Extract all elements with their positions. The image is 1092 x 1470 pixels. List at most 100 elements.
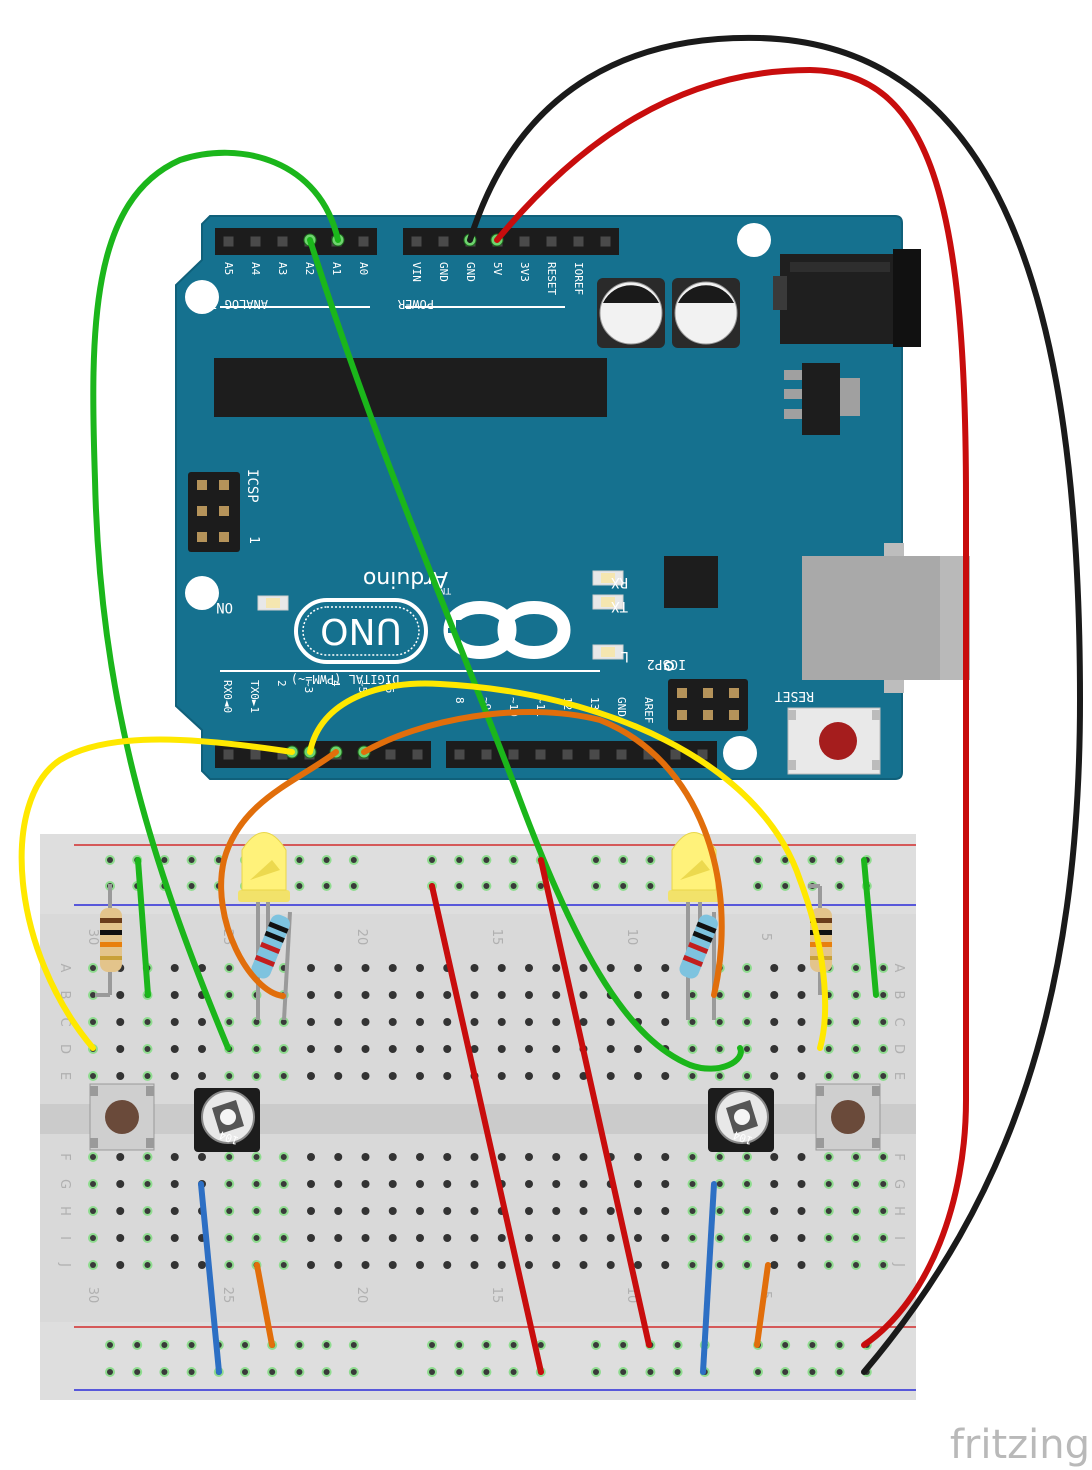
header-pin: [535, 749, 546, 760]
column-number: 10: [624, 929, 639, 946]
header-pin: [223, 236, 234, 247]
row-letter: A: [891, 964, 906, 973]
capacitor: [672, 278, 740, 348]
header-pin: [385, 749, 396, 760]
breadboard-hole: [552, 1072, 561, 1080]
breadboard-hole: [388, 991, 397, 999]
breadboard-hole: [525, 964, 533, 972]
column-number: 15: [489, 1287, 504, 1304]
breadboard-hole: [497, 991, 506, 999]
header-pin: [358, 236, 369, 247]
breadboard-hole: [361, 1045, 370, 1053]
header-pin: [223, 749, 234, 760]
breadboard-hole: [470, 1045, 479, 1053]
row-letter: J: [891, 1262, 906, 1267]
row-letter: C: [57, 1017, 72, 1026]
pin-label: GND: [437, 262, 450, 282]
pushbutton[interactable]: [815, 1083, 881, 1151]
breadboard-hole: [552, 1261, 561, 1269]
breadboard-hole: [334, 964, 343, 972]
5v-wire: [494, 66, 969, 1348]
header-pin: [508, 749, 519, 760]
pin-label: A0: [357, 262, 370, 275]
pin-label: A4: [249, 262, 262, 276]
header-pin: [562, 749, 573, 760]
row-letter: I: [57, 1236, 72, 1240]
row-letter: H: [891, 1206, 906, 1216]
breadboard-hole: [606, 1072, 615, 1080]
breadboard-hole: [661, 1207, 670, 1215]
pin-label: 2: [275, 680, 288, 687]
breadboard-hole: [443, 1261, 452, 1269]
breadboard-hole: [334, 1153, 343, 1161]
breadboard-hole: [307, 1045, 315, 1053]
pin-label: A1: [330, 262, 343, 275]
breadboard-hole: [170, 1072, 179, 1080]
blue-wire: [700, 1181, 717, 1375]
breadboard-hole: [361, 1207, 370, 1215]
breadboard-hole: [634, 1261, 642, 1269]
pin-label: 4: [329, 680, 342, 687]
icsp-label: ICSP: [244, 469, 260, 503]
row-letter: G: [57, 1179, 72, 1189]
icsp-pin1-label: 1: [246, 536, 261, 544]
breadboard-hole: [579, 1207, 588, 1215]
breadboard-hole: [525, 991, 533, 999]
breadboard-hole: [579, 964, 588, 972]
breadboard-hole: [770, 1153, 779, 1161]
trimpot[interactable]: 104: [194, 1088, 260, 1152]
breadboard-hole: [443, 1180, 452, 1188]
breadboard-hole: [470, 1018, 479, 1026]
reset-button[interactable]: [787, 707, 881, 775]
breadboard-hole: [334, 1261, 343, 1269]
breadboard-hole: [170, 1180, 179, 1188]
breadboard-hole: [525, 1234, 533, 1242]
breadboard-hole: [307, 964, 315, 972]
breadboard-hole: [334, 991, 343, 999]
mounting-hole: [185, 576, 219, 610]
pushbutton[interactable]: [89, 1083, 155, 1151]
row-letter: G: [891, 1179, 906, 1189]
column-number: 25: [220, 1287, 235, 1304]
gnd-wire: [467, 34, 1084, 1375]
breadboard-hole: [579, 1018, 588, 1026]
breadboard-hole: [634, 1180, 642, 1188]
pin-label: 5V: [491, 262, 504, 276]
breadboard-hole: [770, 1045, 779, 1053]
breadboard-hole: [606, 964, 615, 972]
header-pin: [250, 749, 261, 760]
breadboard-hole: [497, 1045, 506, 1053]
orange-jumper: [754, 1262, 771, 1348]
header-pin: [519, 236, 530, 247]
breadboard-hole: [198, 1261, 206, 1269]
tx-label: TX: [611, 598, 628, 614]
breadboard-hole: [198, 1153, 206, 1161]
header-pin: [412, 749, 423, 760]
breadboard-hole: [497, 1153, 506, 1161]
header-pin: [589, 749, 600, 760]
breadboard-hole: [170, 1207, 179, 1215]
breadboard-hole: [388, 964, 397, 972]
breadboard-hole: [388, 1261, 397, 1269]
breadboard-hole: [170, 1018, 179, 1026]
breadboard-hole: [361, 1180, 370, 1188]
rx-label: RX: [611, 574, 628, 590]
breadboard-hole: [525, 1018, 533, 1026]
row-letter: E: [57, 1072, 72, 1080]
breadboard-hole: [606, 1018, 615, 1026]
trimpot[interactable]: 104: [708, 1088, 774, 1152]
breadboard-hole: [525, 1153, 533, 1161]
breadboard-hole: [661, 991, 670, 999]
breadboard-hole: [770, 991, 779, 999]
mounting-hole: [723, 736, 757, 770]
breadboard-hole: [307, 1234, 315, 1242]
breadboard-hole: [416, 1072, 424, 1080]
breadboard-hole: [116, 1207, 125, 1215]
breadboard-hole: [661, 1153, 670, 1161]
d3-wire: [307, 680, 829, 1051]
breadboard-hole: [116, 1261, 125, 1269]
uno-badge: UNO: [294, 598, 428, 664]
column-number: 15: [489, 929, 504, 946]
voltage-regulator: [784, 363, 860, 435]
